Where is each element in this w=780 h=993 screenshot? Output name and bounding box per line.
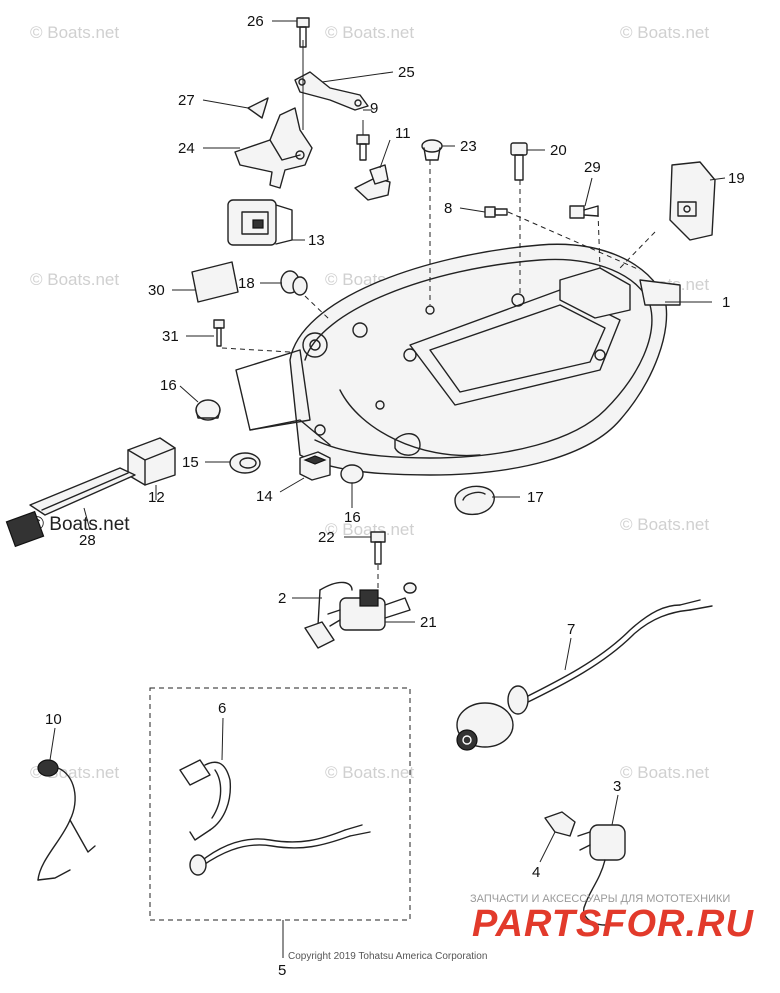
watermark: © Boats.net (30, 514, 130, 535)
bolt-part-20 (510, 142, 528, 181)
plug-part-16b (340, 464, 364, 484)
callout-1: 1 (722, 294, 730, 311)
brand-tagline: ЗАПЧАСТИ И АКСЕССУАРЫ ДЛЯ МОТОТЕХНИКИ (470, 893, 730, 905)
switch-part-3 (577, 824, 626, 926)
callout-3: 3 (613, 778, 621, 795)
callout-2: 2 (278, 590, 286, 607)
callout-6: 6 (218, 700, 226, 717)
handle-part-28 (5, 467, 136, 548)
callout-23: 23 (460, 138, 477, 155)
callout-4: 4 (532, 864, 540, 881)
callout-24: 24 (178, 140, 195, 157)
brand-logo: ЗАПЧАСТИ И АКСЕССУАРЫ ДЛЯ МОТОТЕХНИКИ PA… (470, 893, 754, 945)
bracket-part-24 (234, 107, 313, 189)
callout-19: 19 (728, 170, 745, 187)
bracket-part-2 (304, 581, 353, 649)
lanyard-part-6 (179, 759, 371, 876)
switch-part-21 (327, 582, 417, 631)
wedge-part-27 (247, 97, 269, 119)
watermark: © Boats.net (620, 515, 709, 534)
callout-22: 22 (318, 529, 335, 546)
watermark: © Boats.net (30, 23, 119, 42)
watermarks: © Boats.net © Boats.net © Boats.net © Bo… (30, 23, 709, 782)
clip-part-4 (544, 811, 576, 837)
bracket-part-19 (669, 161, 716, 241)
screw-part-29 (569, 205, 599, 219)
callout-26: 26 (247, 13, 264, 30)
plug-part-23 (421, 139, 443, 161)
callout-29: 29 (584, 159, 601, 176)
callout-28: 28 (79, 532, 96, 549)
pad-part-30 (191, 261, 239, 303)
watermark: © Boats.net (325, 763, 414, 782)
callout-14: 14 (256, 488, 273, 505)
plate-part-25 (294, 71, 369, 111)
callout-9: 9 (370, 100, 378, 117)
copyright-text: Copyright 2019 Tohatsu America Corporati… (288, 951, 487, 962)
callout-16a: 16 (160, 377, 177, 394)
brand-name: PARTSFOR.RU (472, 903, 754, 945)
grommet-part-13 (227, 199, 293, 246)
assembly-box-part-5 (149, 687, 411, 921)
watermark: © Boats.net (30, 270, 119, 289)
grommet-part-17 (454, 485, 495, 516)
callout-17: 17 (527, 489, 544, 506)
bolt-part-9 (356, 134, 370, 161)
callout-12: 12 (148, 489, 165, 506)
callout-21: 21 (420, 614, 437, 631)
callout-5: 5 (278, 962, 286, 979)
bolt-part-31 (213, 319, 225, 347)
bottom-cowl-part (235, 243, 681, 476)
watermark: © Boats.net (325, 520, 414, 539)
callout-8: 8 (444, 200, 452, 217)
screw-part-8 (484, 206, 508, 218)
grommet-part-18 (280, 270, 308, 296)
callout-20: 20 (550, 142, 567, 159)
callout-numbers: 26 25 27 24 9 11 23 20 29 19 8 13 30 18 … (45, 13, 745, 979)
callout-30: 30 (148, 282, 165, 299)
callout-25: 25 (398, 64, 415, 81)
watermark: © Boats.net (620, 23, 709, 42)
sleeve-part-12 (127, 437, 176, 486)
bolt-part-22 (370, 531, 386, 565)
callout-11: 11 (395, 125, 411, 142)
leader-lines (49, 20, 726, 958)
cable-part-7 (456, 599, 713, 751)
clip-part-14 (299, 451, 331, 481)
callout-18: 18 (238, 275, 255, 292)
callout-10: 10 (45, 711, 62, 728)
callout-27: 27 (178, 92, 195, 109)
grommet-part-15 (229, 452, 261, 474)
watermark: © Boats.net (325, 23, 414, 42)
plug-part-16a (195, 399, 221, 421)
clip-part-11 (354, 164, 391, 201)
callout-16b: 16 (344, 509, 361, 526)
callout-13: 13 (308, 232, 325, 249)
callout-31: 31 (162, 328, 179, 345)
callout-15: 15 (182, 454, 199, 471)
callout-7: 7 (567, 621, 575, 638)
wire-part-10 (37, 759, 96, 881)
watermark: © Boats.net (620, 763, 709, 782)
